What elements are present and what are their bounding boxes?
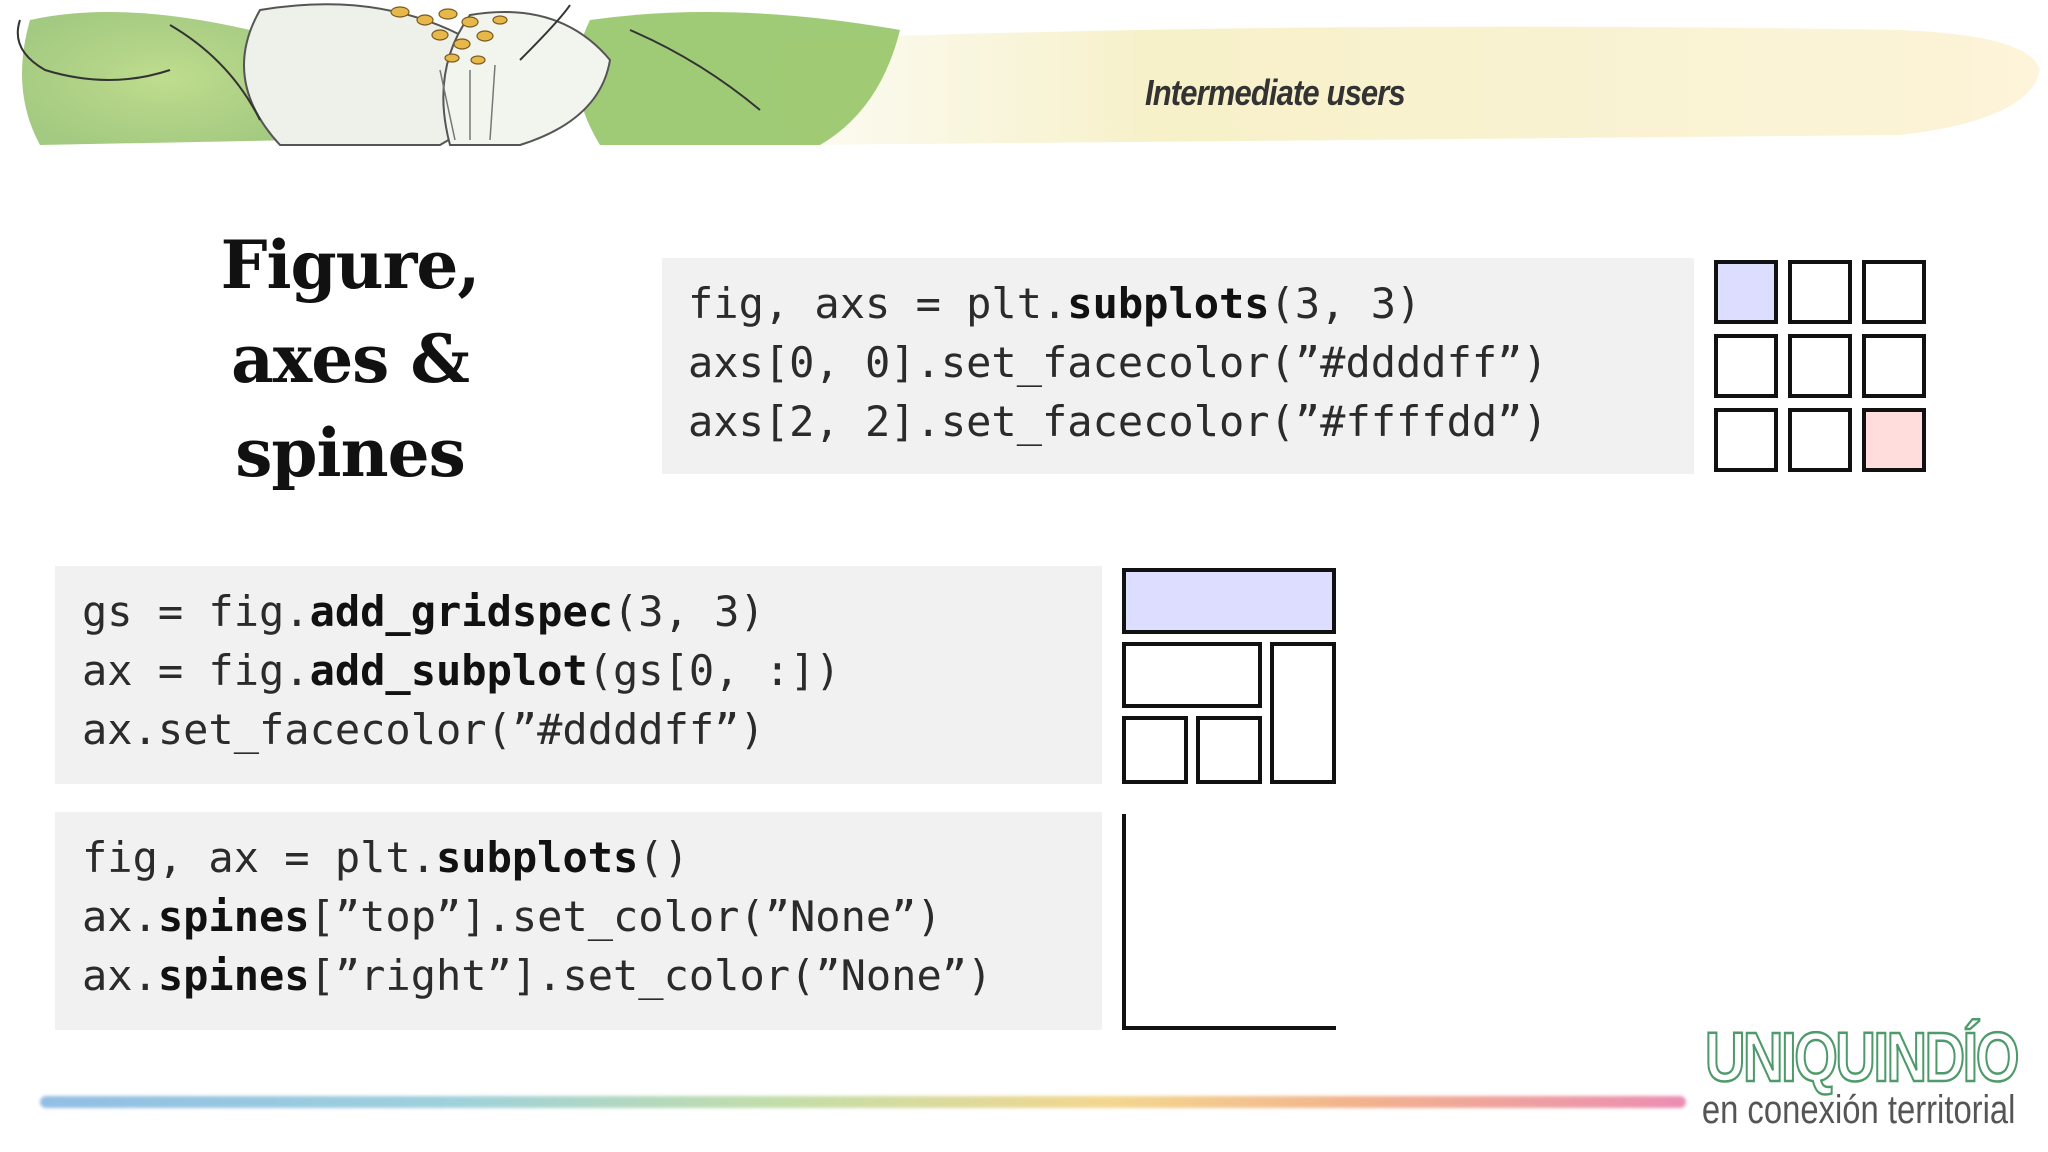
code-text: (3, 3) (1269, 279, 1422, 328)
subplot-cell (1714, 334, 1778, 398)
subplot-cell (1862, 260, 1926, 324)
brand-tagline: en conexión territorial (1701, 1088, 2015, 1132)
code-line: fig, axs = plt.subplots(3, 3) (688, 274, 1694, 333)
code-text: axs[2, 2].set_facecolor(”#ffffdd”) (688, 397, 1548, 446)
code-block-subplots: fig, axs = plt.subplots(3, 3) axs[0, 0].s… (662, 258, 1694, 474)
code-function-name: spines (157, 892, 310, 941)
gridspec-middle-wide (1122, 642, 1262, 708)
code-block-gridspec: gs = fig.add_gridspec(3, 3)ax = fig.add_… (55, 566, 1102, 784)
code-line: ax.spines[”right”].set_color(”None”) (82, 946, 1102, 1005)
code-text: ax. (82, 892, 158, 941)
flower-illustration (16, 3, 2041, 146)
code-line: axs[0, 0].set_facecolor(”#ddddff”) (688, 333, 1694, 392)
title-line: spines (235, 414, 466, 492)
code-function-name: spines (157, 951, 310, 1000)
code-line: axs[2, 2].set_facecolor(”#ffffdd”) (688, 392, 1694, 451)
code-function-name: add_subplot (309, 646, 588, 695)
left-spine (1122, 814, 1126, 1030)
code-line: ax.set_facecolor(”#ddddff”) (82, 700, 1102, 759)
gridspec-bottom-left (1122, 716, 1188, 784)
code-function-name: subplots (1067, 279, 1270, 328)
code-text: [”top”].set_color(”None”) (309, 892, 942, 941)
subplot-cell (1714, 408, 1778, 472)
spines-diagram (1122, 814, 1336, 1030)
code-text: [”right”].set_color(”None”) (309, 951, 993, 1000)
code-text: ax = fig. (82, 646, 310, 695)
code-text: (gs[0, :]) (587, 646, 841, 695)
code-text: fig, axs = plt. (688, 279, 1068, 328)
gridspec-diagram (1122, 568, 1336, 784)
subplots-grid-diagram (1714, 260, 1926, 472)
subplot-cell (1862, 334, 1926, 398)
code-text: ax.set_facecolor(”#ddddff”) (82, 705, 765, 754)
brand-name: UNIQUINDÍO (1704, 1018, 2020, 1096)
code-line: gs = fig.add_gridspec(3, 3) (82, 582, 1102, 641)
code-function-name: subplots (436, 833, 639, 882)
subplot-cell (1788, 334, 1852, 398)
subplot-cell (1788, 260, 1852, 324)
code-function-name: add_gridspec (309, 587, 614, 636)
code-text: () (638, 833, 689, 882)
gridspec-bottom-middle (1196, 716, 1262, 784)
title-line: axes & (231, 320, 470, 398)
gridspec-top-span (1122, 568, 1336, 634)
subplot-cell (1788, 408, 1852, 472)
bottom-spine (1122, 1026, 1336, 1030)
code-block-spines: fig, ax = plt.subplots()ax.spines[”top”]… (55, 812, 1102, 1030)
header-banner: Intermediate users (0, 0, 2048, 150)
code-text: fig, ax = plt. (82, 833, 437, 882)
code-line: ax.spines[”top”].set_color(”None”) (82, 887, 1102, 946)
subplot-cell-highlighted (1862, 408, 1926, 472)
title-line: Figure, (220, 226, 481, 304)
university-logo: UNIQUINDÍO en conexión territorial (1700, 1018, 2020, 1134)
code-line: fig, ax = plt.subplots() (82, 828, 1102, 887)
gridspec-right-tall (1270, 642, 1336, 784)
subplot-cell-highlighted (1714, 260, 1778, 324)
slide-subtitle: Intermediate users (1145, 72, 1406, 113)
code-text: gs = fig. (82, 587, 310, 636)
code-text: ax. (82, 951, 158, 1000)
slide-title: Figure, axes & spines (190, 218, 510, 500)
code-text: (3, 3) (613, 587, 765, 636)
rainbow-divider (40, 1096, 1686, 1108)
code-line: ax = fig.add_subplot(gs[0, :]) (82, 641, 1102, 700)
code-text: axs[0, 0].set_facecolor(”#ddddff”) (688, 338, 1548, 387)
